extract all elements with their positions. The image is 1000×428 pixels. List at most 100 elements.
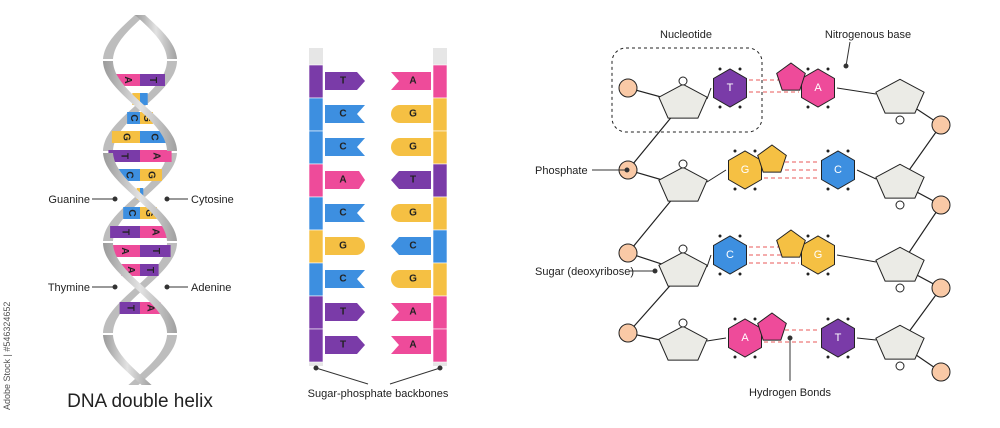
base-atom-dot [826, 67, 830, 71]
helix-letter: C [124, 171, 135, 178]
helix-letter: G [121, 133, 132, 141]
helix-base-C [140, 131, 169, 143]
oxygen-atom [895, 115, 905, 125]
base-atom-dot [733, 317, 737, 321]
strand-b-back-segment [103, 15, 145, 59]
ladder-letter: G [409, 274, 417, 285]
ladder-letter: T [340, 307, 346, 318]
ladder-right-base-T [391, 171, 431, 189]
ladder-right-base-A [391, 72, 431, 90]
ladder-letter: A [339, 175, 346, 186]
glycosidic-bond [706, 169, 727, 183]
helix-letter: T [124, 305, 135, 311]
ladder-left-backbone [308, 229, 324, 264]
helix-letter: A [119, 247, 130, 254]
strand-a-front-segment [135, 15, 177, 59]
adenine-label: Adenine [191, 282, 231, 294]
helix-letter: T [150, 248, 161, 254]
ladder-left-base-G [325, 237, 365, 255]
base-atom-dot [733, 187, 737, 191]
structure-base-ring [757, 144, 787, 173]
ladder-right-backbone [432, 196, 448, 231]
structure-base-ring [776, 62, 806, 91]
cytosine-label: Cytosine [191, 194, 234, 206]
ladder-right-base-A [391, 303, 431, 321]
base-atom-dot [806, 105, 810, 109]
ladder-letter: C [339, 274, 346, 285]
base-atom-dot [846, 149, 850, 153]
glycosidic-bond [706, 254, 712, 268]
structure-letter: C [834, 164, 842, 176]
oxygen-atom [678, 159, 688, 169]
ladder-letter: T [340, 76, 346, 87]
ladder-right-base-A [391, 336, 431, 354]
structure-base-T [821, 318, 855, 358]
strand-b-front-segment [103, 61, 177, 151]
structure-letter: A [741, 332, 749, 344]
ladder-letter: C [339, 208, 346, 219]
ladder-letter: A [409, 340, 416, 351]
guanine-label: Guanine [48, 194, 90, 206]
strand-a-front-segment [103, 153, 177, 241]
helix-base-G [111, 131, 140, 143]
structure-base-T [713, 68, 747, 108]
oxygen-atom [895, 283, 905, 293]
helix-letter: A [150, 228, 161, 235]
helix-letter: C [128, 114, 139, 121]
ladder-left-backbone [308, 163, 324, 198]
structure-base-C [821, 150, 855, 190]
right-sugar [875, 324, 925, 360]
phosphate-group [931, 278, 951, 298]
ladder-left-base-T [325, 303, 365, 321]
ladder-right-backbone [432, 295, 448, 330]
base-atom-dot [826, 187, 830, 191]
base-atom-dot [753, 317, 757, 321]
right-sugar [875, 78, 925, 114]
base-atom-dot [826, 234, 830, 238]
base-atom-dot [826, 105, 830, 109]
base-atom-dot [846, 317, 850, 321]
helix-base-A [109, 245, 140, 257]
glycosidic-bond [836, 87, 877, 95]
structure-letter: G [814, 249, 823, 261]
helix-leaders [92, 196, 188, 290]
glycosidic-bond [836, 254, 877, 263]
structure-base-ring [757, 312, 787, 341]
oxygen-atom [678, 244, 688, 254]
ladder-right-backbone [432, 262, 448, 297]
helix-letter: A [145, 304, 156, 311]
helix-base-C [140, 93, 148, 105]
helix-letter: C [149, 133, 160, 140]
helix-base-T [140, 74, 165, 86]
right-sugar [875, 246, 925, 282]
base-atom-dot [846, 355, 850, 359]
ladder-letter: C [409, 241, 416, 252]
helix-base-T [140, 245, 171, 257]
phosphate-label: Phosphate [535, 165, 588, 177]
ladder-left-backbone [308, 130, 324, 165]
ladder-left-base-C [325, 270, 365, 288]
ladder-letter: G [409, 208, 417, 219]
sugar-label: Sugar (deoxyribose) [535, 266, 634, 278]
helix-base-T [119, 302, 140, 314]
ladder-letter: G [409, 109, 417, 120]
oxygen-atom [895, 200, 905, 210]
ladder-left-backbone [308, 295, 324, 330]
base-atom-dot [806, 67, 810, 71]
left-sugar [658, 251, 708, 287]
structure-letter: A [814, 82, 822, 94]
nitrogenous-base-label: Nitrogenous base [825, 29, 911, 41]
base-atom-dot [826, 355, 830, 359]
